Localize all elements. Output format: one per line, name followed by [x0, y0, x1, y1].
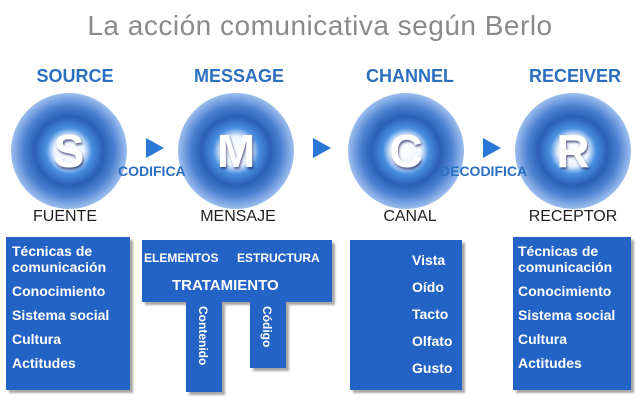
- decode-label: DECODIFICA: [440, 163, 528, 179]
- list-item: Técnicas de comunicación: [518, 243, 613, 275]
- source-list: Técnicas de comunicación Conocimiento Si…: [12, 243, 128, 379]
- message-tratamiento: TRATAMIENTO: [172, 277, 279, 294]
- channel-list: Vista Oído Tacto Olfato Gusto: [412, 252, 462, 384]
- encode-label: CODIFICA: [118, 163, 186, 179]
- message-panel-left-leg: Contenido: [186, 302, 222, 392]
- source-panel: Técnicas de comunicación Conocimiento Si…: [6, 237, 130, 390]
- source-letter: S: [53, 125, 85, 177]
- message-panel-top: ELEMENTOS ESTRUCTURA TRATAMIENTO: [142, 240, 332, 302]
- list-item: Olfato: [412, 333, 453, 349]
- list-item: Tacto: [412, 306, 449, 322]
- list-item: Conocimiento: [518, 283, 612, 299]
- message-codigo: Código: [260, 306, 274, 348]
- stage-channel-spanish: CANAL: [383, 208, 437, 225]
- arrow-right-icon: [146, 138, 164, 158]
- list-item: Sistema social: [12, 307, 110, 323]
- receiver-panel: Técnicas de comunicación Conocimiento Si…: [513, 237, 631, 390]
- channel-circle: C: [348, 93, 464, 209]
- channel-panel: Vista Oído Tacto Olfato Gusto: [350, 240, 462, 390]
- stage-message-title: MESSAGE: [193, 66, 285, 86]
- receiver-circle: R: [515, 93, 631, 209]
- list-item: Vista: [412, 252, 446, 268]
- list-item: Actitudes: [12, 355, 76, 371]
- message-elementos: ELEMENTOS: [144, 251, 219, 265]
- stage-channel-title: CHANNEL: [366, 66, 454, 86]
- list-item: Cultura: [12, 331, 61, 347]
- stage-message-spanish: MENSAJE: [200, 208, 276, 225]
- stage-source-title: SOURCE: [36, 66, 114, 86]
- arrow-right-icon: [483, 138, 501, 158]
- message-panel-right-leg: Código: [250, 302, 286, 368]
- arrow-right-icon: [313, 138, 331, 158]
- list-item: Técnicas de comunicación: [12, 243, 107, 275]
- list-item: Gusto: [412, 360, 453, 376]
- diagram-title: La acción comunicativa según Berlo: [87, 10, 553, 41]
- channel-letter: C: [389, 125, 423, 177]
- stage-receiver-spanish: RECEPTOR: [528, 208, 618, 225]
- message-estructura: ESTRUCTURA: [237, 251, 320, 265]
- source-circle: S: [11, 93, 127, 209]
- message-circle: M: [178, 93, 294, 209]
- receiver-letter: R: [556, 125, 590, 177]
- message-contenido: Contenido: [196, 306, 210, 366]
- stage-receiver-title: RECEIVER: [528, 66, 622, 86]
- list-item: Cultura: [518, 331, 567, 347]
- message-letter: M: [216, 125, 256, 177]
- list-item: Oído: [412, 279, 444, 295]
- stage-source-spanish: FUENTE: [33, 208, 97, 225]
- receiver-list: Técnicas de comunicación Conocimiento Si…: [518, 243, 630, 379]
- list-item: Actitudes: [518, 355, 582, 371]
- list-item: Sistema social: [518, 307, 616, 323]
- list-item: Conocimiento: [12, 283, 106, 299]
